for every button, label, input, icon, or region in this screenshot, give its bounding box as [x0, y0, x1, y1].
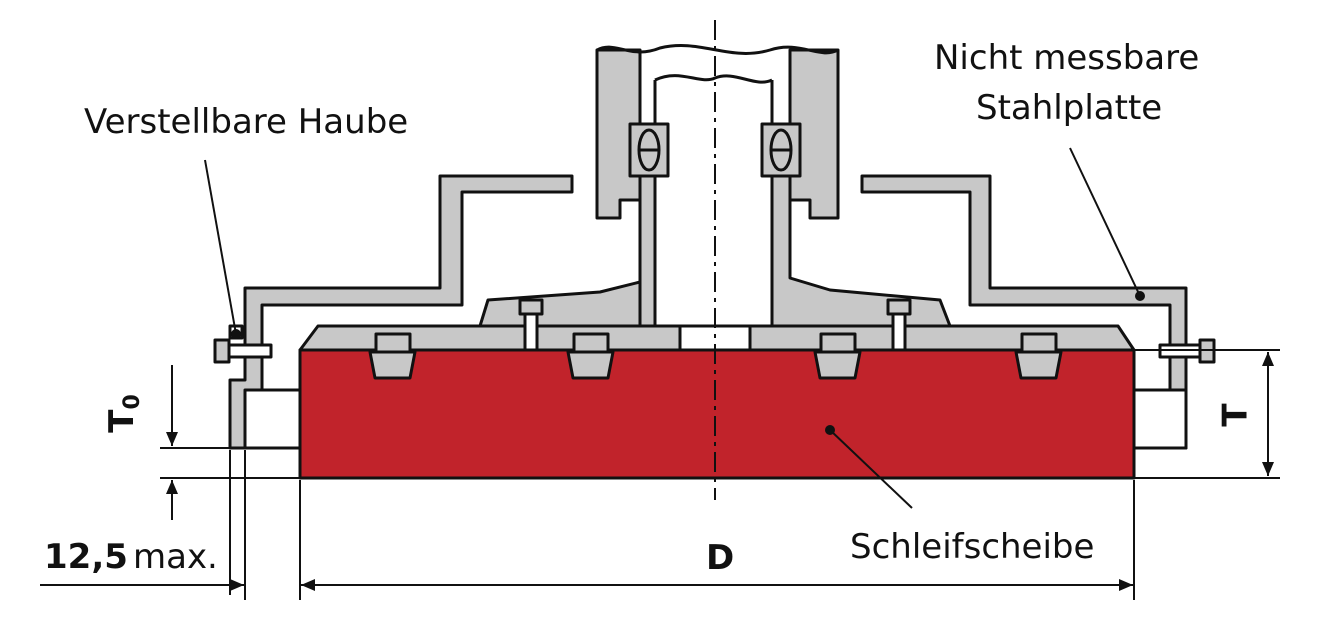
spacer-right	[1132, 388, 1188, 450]
dimension-offset-unit: max.	[132, 537, 218, 577]
mounting-plate	[298, 324, 682, 352]
dimension-offset: 12,5 max.	[44, 537, 218, 577]
dimension-offset-value: 12,5	[44, 537, 128, 577]
dimension-t: T	[1215, 403, 1256, 427]
mounting-plate-right	[748, 324, 1136, 352]
arrowheads	[166, 291, 1274, 591]
dimension-d: D	[706, 538, 735, 578]
label-steel-plate-line1: Nicht messbare	[934, 38, 1200, 78]
spindle-shaft	[653, 80, 774, 330]
grinding-wheel	[298, 348, 1136, 480]
shaft-break-line	[654, 74, 773, 84]
leader-lines	[204, 147, 1141, 509]
label-wheel: Schleifscheibe	[850, 527, 1095, 567]
wheel-nuts	[368, 332, 1063, 380]
dimension-lines	[40, 349, 1280, 600]
label-hood: Verstellbare Haube	[84, 102, 409, 142]
label-steel-plate-line2: Stahlplatte	[976, 88, 1163, 128]
dimension-t0-sub: 0	[119, 394, 145, 410]
dimension-t0: T0	[102, 394, 145, 433]
dimension-t0-main: T	[101, 409, 142, 433]
spacer-left	[243, 388, 302, 450]
flange-bolts	[518, 298, 912, 352]
